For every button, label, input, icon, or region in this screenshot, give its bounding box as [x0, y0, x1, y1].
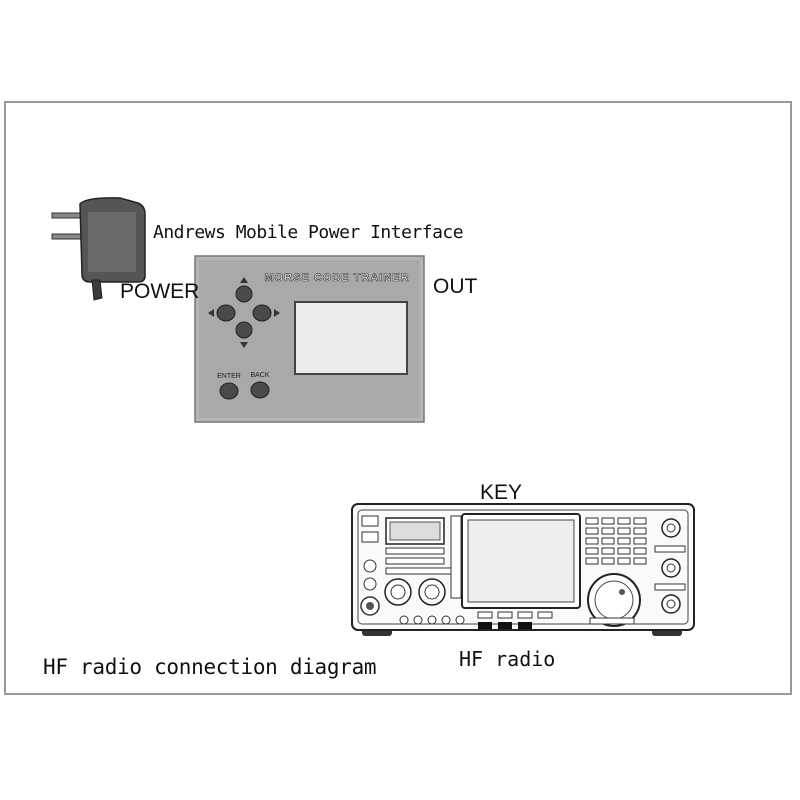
back-button	[250, 381, 270, 399]
power-label: POWER	[120, 280, 200, 303]
morse-trainer-device: MORSE CODE TRAINER ENTER BACK	[194, 255, 425, 423]
hf-radio-icon	[351, 503, 695, 636]
enter-label: ENTER	[217, 373, 241, 380]
trainer-screen	[294, 301, 408, 375]
hf-radio-label: HF radio	[459, 647, 556, 671]
back-label: BACK	[250, 372, 269, 379]
out-label: OUT	[433, 275, 478, 298]
trainer-dpad	[208, 277, 280, 348]
trainer-title: MORSE CODE TRAINER	[264, 272, 409, 284]
enter-button	[219, 382, 239, 400]
power-adapter-icon	[51, 197, 146, 301]
key-label: KEY	[480, 481, 523, 504]
power-interface-label: Andrews Mobile Power Interface	[153, 222, 464, 243]
diagram-title: HF radio connection diagram	[43, 655, 377, 679]
